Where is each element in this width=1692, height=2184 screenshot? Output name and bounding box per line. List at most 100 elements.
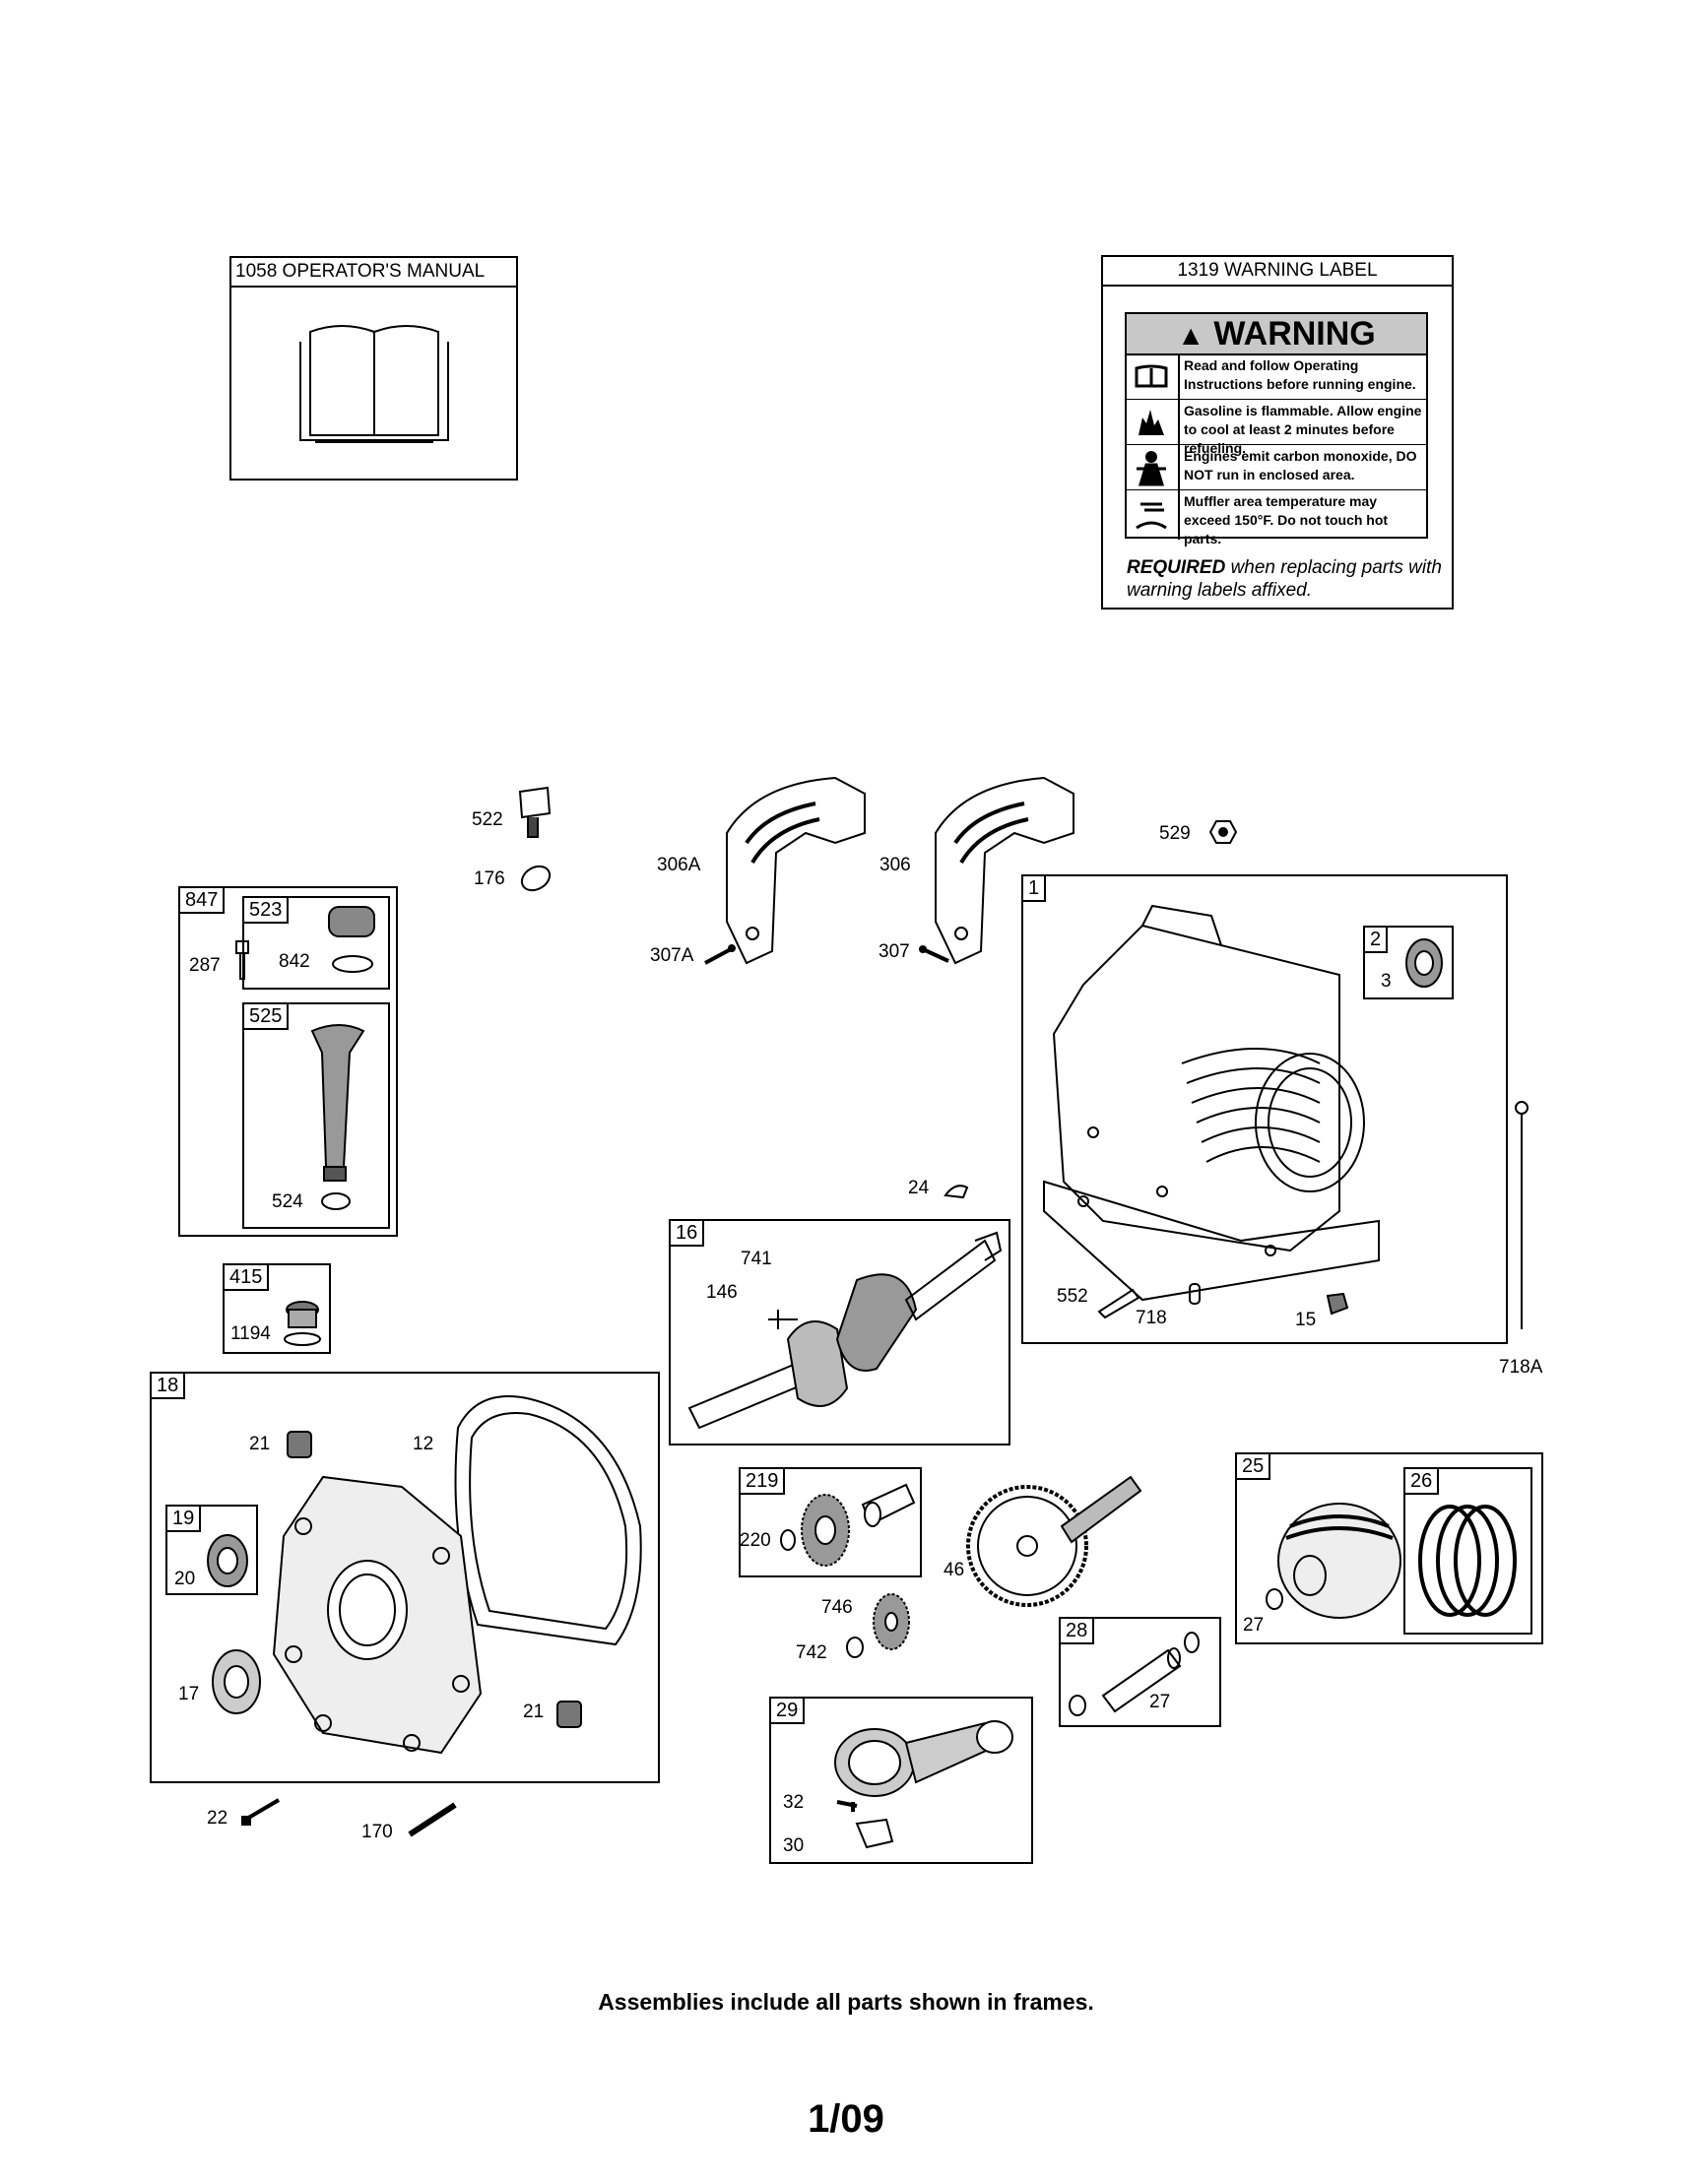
- frame-tag-415: 415: [223, 1263, 270, 1291]
- callout-842: 842: [279, 951, 310, 972]
- frame-tag-26: 26: [1403, 1467, 1440, 1495]
- frame-tag-29: 29: [769, 1697, 806, 1724]
- oil-fill-cap-part: [514, 786, 553, 845]
- frame-tag-25: 25: [1235, 1452, 1271, 1480]
- callout-176: 176: [474, 868, 505, 889]
- callout-170: 170: [361, 1822, 393, 1842]
- warning-row-text: Gasoline is flammable. Allow engine to c…: [1184, 403, 1422, 456]
- stud-170-part: [404, 1797, 463, 1842]
- warning-row: Engines emit carbon monoxide, DO NOT run…: [1127, 444, 1426, 490]
- frame-tag-1: 1: [1021, 874, 1047, 902]
- frame-tag-523: 523: [242, 896, 290, 924]
- bolt-287-part: [232, 937, 252, 983]
- callout-287: 287: [189, 955, 221, 976]
- frame-tag-16: 16: [669, 1219, 705, 1247]
- sump-cover-part: [264, 1457, 500, 1772]
- warning-required-note: REQUIRED when replacing parts with warni…: [1127, 556, 1442, 602]
- assembly-frame-219: [739, 1467, 922, 1577]
- camshaft-46-part: [963, 1447, 1150, 1625]
- piston-pin-part: [1064, 1625, 1211, 1723]
- warning-row: Gasoline is flammable. Allow engine to c…: [1127, 399, 1426, 456]
- fumes-icon: [1127, 445, 1180, 490]
- callout-27-pin: 27: [1149, 1692, 1171, 1712]
- key-24-part: [942, 1180, 971, 1201]
- callout-146: 146: [706, 1282, 738, 1303]
- callout-529: 529: [1159, 823, 1191, 844]
- bolt-22-part: [241, 1792, 289, 1826]
- screw-307A-part: [701, 944, 736, 967]
- required-label: REQUIRED: [1127, 557, 1226, 578]
- gear-746-part: [867, 1587, 916, 1656]
- dowel-pin-552-part: [1093, 1280, 1142, 1319]
- o-ring-524-part: [319, 1189, 353, 1213]
- operators-manual-title: 1058 OPERATOR'S MANUAL: [231, 258, 516, 288]
- callout-32: 32: [783, 1792, 805, 1813]
- callout-1194: 1194: [230, 1323, 271, 1344]
- fitting-21-part: [552, 1696, 591, 1735]
- callout-746: 746: [821, 1597, 853, 1618]
- o-ring-part: [516, 862, 555, 895]
- callout-718: 718: [1136, 1308, 1167, 1328]
- tube-718A-part: [1507, 1098, 1536, 1334]
- callout-22: 22: [207, 1808, 228, 1829]
- frame-tag-18: 18: [150, 1372, 186, 1399]
- crankcase-block-part: [1024, 886, 1399, 1339]
- callout-742: 742: [796, 1642, 827, 1663]
- assembly-frame-847: [178, 886, 398, 1237]
- warning-label-box: 1319 WARNING LABEL ▲ WARNING Read and fo…: [1101, 255, 1454, 610]
- frame-tag-28: 28: [1059, 1617, 1095, 1644]
- callout-552: 552: [1057, 1286, 1088, 1307]
- governor-gear-part: [780, 1475, 918, 1574]
- frame-tag-525: 525: [242, 1002, 290, 1030]
- warning-heading-text: WARNING: [1213, 315, 1376, 353]
- bearing-17-part: [207, 1644, 266, 1719]
- open-book-icon: [291, 312, 463, 450]
- drain-plug-part: [280, 1298, 325, 1349]
- hot-surface-icon: [1127, 490, 1180, 540]
- warning-row: Read and follow Operating Instructions b…: [1127, 353, 1426, 400]
- callout-741: 741: [741, 1249, 772, 1269]
- callout-522: 522: [472, 809, 503, 830]
- warning-decal: ▲ WARNING Read and follow Operating Inst…: [1125, 312, 1428, 546]
- washer-742-part: [843, 1635, 867, 1660]
- callout-718A: 718A: [1499, 1357, 1543, 1378]
- assembly-frame-1: [1021, 874, 1508, 1344]
- frame-tag-219: 219: [739, 1467, 786, 1495]
- crankshaft-part: [680, 1221, 1005, 1438]
- warning-row-text: Muffler area temperature may exceed 150°…: [1184, 493, 1389, 546]
- callout-27-piston: 27: [1243, 1615, 1265, 1636]
- screw-307-part: [919, 945, 954, 965]
- assembly-frame-16: [669, 1219, 1010, 1445]
- dowel-718-part: [1185, 1280, 1204, 1310]
- page-number: 1/09: [808, 2097, 884, 2141]
- nut-529-part: [1208, 817, 1238, 847]
- warning-row: Muffler area temperature may exceed 150°…: [1127, 489, 1426, 546]
- dipstick-tube-part: [300, 1019, 379, 1187]
- assembly-frame-523: [242, 896, 390, 990]
- breather-21-part: [282, 1426, 321, 1465]
- assembly-frame-25: [1235, 1452, 1543, 1644]
- callout-3: 3: [1381, 971, 1392, 992]
- callout-21-bottom: 21: [523, 1702, 545, 1722]
- warning-row-text: Engines emit carbon monoxide, DO NOT run…: [1184, 448, 1417, 482]
- piston-part: [1261, 1497, 1408, 1635]
- assemblies-caption: Assemblies include all parts shown in fr…: [598, 1989, 1094, 2015]
- callout-21-top: 21: [249, 1434, 271, 1454]
- callout-307: 307: [879, 941, 910, 962]
- warning-row-text: Read and follow Operating Instructions b…: [1184, 357, 1416, 392]
- assembly-frame-2: [1363, 926, 1454, 999]
- warning-label-title: 1319 WARNING LABEL: [1103, 257, 1452, 287]
- callout-20: 20: [174, 1569, 196, 1589]
- assembly-frame-525: [242, 1002, 390, 1229]
- callout-306A: 306A: [657, 855, 701, 875]
- dipstick-cap-part: [323, 901, 382, 990]
- frame-tag-19: 19: [165, 1505, 202, 1532]
- callout-15: 15: [1295, 1310, 1317, 1330]
- callout-46: 46: [944, 1560, 965, 1580]
- plug-15-part: [1322, 1290, 1351, 1319]
- assembly-frame-28: [1059, 1617, 1221, 1727]
- assembly-frame-26: [1403, 1467, 1532, 1635]
- assembly-frame-415: [223, 1263, 331, 1354]
- oil-seal-20-part: [203, 1531, 252, 1590]
- operators-manual-box: 1058 OPERATOR'S MANUAL: [229, 256, 518, 481]
